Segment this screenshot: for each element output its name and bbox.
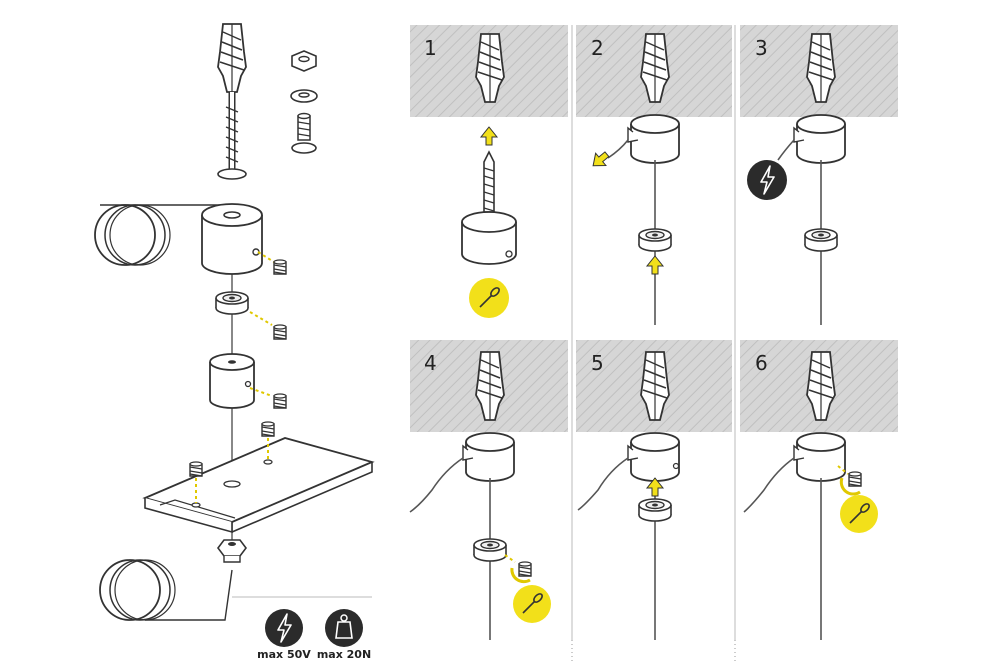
canopy-part <box>201 203 263 275</box>
step-number: 5 <box>591 351 604 375</box>
spec-label-voltage: max 50V <box>257 648 311 661</box>
step-number: 6 <box>755 351 768 375</box>
rotate-icon <box>839 477 861 496</box>
voltage-badge: max 50V <box>257 609 311 661</box>
lightning-icon <box>760 165 775 195</box>
screwdriver-icon <box>479 287 500 308</box>
screwdriver-badge <box>513 585 551 623</box>
screwdriver-badge <box>840 495 878 533</box>
profile-bracket-part <box>142 437 375 534</box>
hex-nut-part <box>291 50 317 72</box>
setscrew-3 <box>273 393 287 409</box>
weight-badge: max 20N <box>317 609 371 661</box>
washer-part <box>290 89 318 103</box>
rotate-icon <box>510 567 531 584</box>
arrow-down-left-icon <box>587 147 613 173</box>
sleeve-part <box>209 353 255 409</box>
step-panel-6: 6 <box>740 340 898 640</box>
bolt-part <box>291 112 317 154</box>
screwdriver-badge <box>469 278 509 318</box>
step-number: 2 <box>591 36 604 60</box>
wall-anchor-part <box>217 23 247 180</box>
setscrew-5 <box>261 421 275 437</box>
step-number: 4 <box>424 351 437 375</box>
gripper-part <box>215 291 249 315</box>
step-panel-3: 3 <box>740 25 898 325</box>
weight-icon <box>335 614 353 639</box>
screwdriver-icon <box>849 503 870 524</box>
setscrew-1 <box>273 259 287 275</box>
canopy-cylinder <box>461 211 517 265</box>
spec-label-weight: max 20N <box>317 648 371 661</box>
setscrew-2 <box>273 324 287 340</box>
step-number: 3 <box>755 36 768 60</box>
screwdriver-icon <box>522 593 543 614</box>
setscrew-4 <box>189 461 203 477</box>
step-panel-5: 5 <box>576 340 732 640</box>
cable-spool-top <box>94 204 235 266</box>
step-panel-1: 1 <box>410 25 568 318</box>
arrow-up-icon <box>646 255 664 275</box>
hook-screw <box>483 150 495 213</box>
step-panel-2: 2 <box>576 25 732 325</box>
lightning-icon <box>277 613 292 643</box>
cable-spool-bottom <box>99 559 233 621</box>
step-panel-4: 4 <box>409 340 568 640</box>
power-badge <box>747 160 787 200</box>
arrow-up-icon <box>480 126 498 146</box>
bottom-nut-part <box>217 539 247 563</box>
step-number: 1 <box>424 36 437 60</box>
parts-overview: max 50V max 20N <box>94 23 375 661</box>
